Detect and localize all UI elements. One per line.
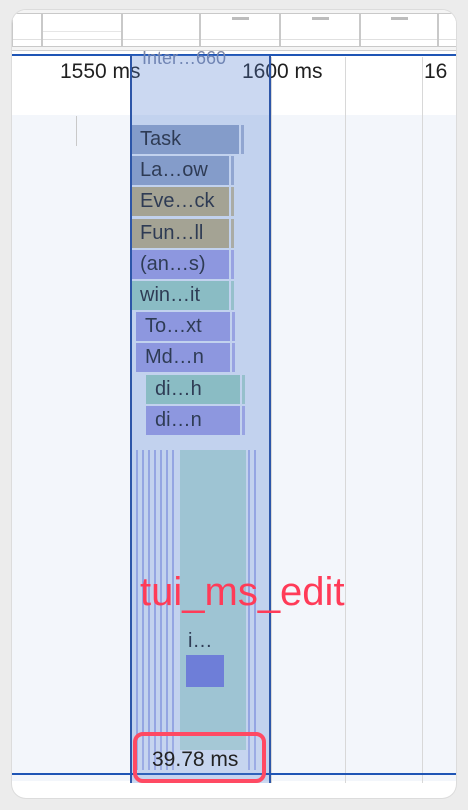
call-stripe[interactable] [166, 450, 168, 770]
tick-gridline [345, 57, 346, 783]
flame-row-4[interactable]: (an…s) [131, 249, 229, 279]
call-stripe[interactable] [154, 450, 156, 770]
call-stripe[interactable] [136, 450, 138, 770]
flame-row-tail[interactable] [231, 187, 234, 217]
flame-row-tail[interactable] [231, 218, 234, 248]
tick-gridline [422, 57, 423, 783]
call-stack-block[interactable] [180, 450, 246, 750]
call-stripe[interactable] [254, 450, 256, 770]
flame-row-tail[interactable] [242, 405, 245, 435]
filmstrip-thumbnail[interactable] [360, 13, 438, 47]
flame-row-3[interactable]: Fun…ll [131, 218, 229, 248]
dense-call-stack[interactable] [132, 450, 268, 770]
selection-duration: 39.78 ms [152, 748, 239, 771]
call-label: i… [188, 630, 213, 652]
flame-row-8[interactable]: di…h [146, 374, 240, 404]
selection-range[interactable] [130, 55, 271, 783]
tick-label-1600: 1600 ms [242, 60, 323, 83]
filmstrip-thumbnail[interactable] [122, 13, 200, 47]
flame-row-5[interactable]: win…it [131, 281, 229, 310]
flame-row-6[interactable]: To…xt [136, 312, 230, 342]
call-stripe[interactable] [248, 450, 250, 770]
duration-highlight-box [133, 732, 266, 783]
flame-row-tail[interactable] [231, 249, 234, 279]
call-stripe[interactable] [172, 450, 174, 770]
screenshot-filmstrip[interactable] [12, 10, 456, 51]
flame-row-0[interactable]: Task [131, 125, 239, 154]
filmstrip-thumbnail[interactable] [42, 13, 122, 47]
flame-row-tail[interactable] [231, 156, 234, 186]
flame-row-tail[interactable] [231, 281, 234, 310]
flame-row-tail[interactable] [242, 374, 245, 404]
tick-gridline [271, 57, 272, 783]
call-stripe[interactable] [142, 450, 144, 770]
flame-row-9[interactable]: di…n [146, 405, 240, 435]
selection-baseline [12, 773, 456, 775]
flame-row-1[interactable]: La…ow [131, 156, 229, 186]
flame-row-tail[interactable] [232, 312, 235, 342]
filmstrip-thumbnail[interactable] [200, 13, 280, 47]
interaction-label[interactable]: Inter…660 [142, 48, 227, 68]
flame-row-tail[interactable] [232, 343, 235, 373]
flame-row-2[interactable]: Eve…ck [131, 187, 229, 217]
time-ruler[interactable] [12, 54, 456, 114]
filmstrip-thumbnail[interactable] [438, 13, 456, 47]
highlighted-call[interactable] [186, 655, 224, 687]
event-marker [76, 116, 77, 146]
flame-row-7[interactable]: Md…n [136, 343, 230, 373]
call-stripe[interactable] [148, 450, 150, 770]
filmstrip-thumbnail[interactable] [12, 13, 42, 47]
tick-label-partial: 16 [424, 60, 448, 83]
annotation-label: tui_ms_edit [140, 570, 345, 614]
filmstrip-thumbnail[interactable] [280, 13, 360, 47]
tick-label-1550: 1550 ms [60, 60, 141, 83]
ruler-baseline [12, 54, 456, 56]
call-stripe[interactable] [160, 450, 162, 770]
flame-row-tail[interactable] [241, 125, 244, 154]
